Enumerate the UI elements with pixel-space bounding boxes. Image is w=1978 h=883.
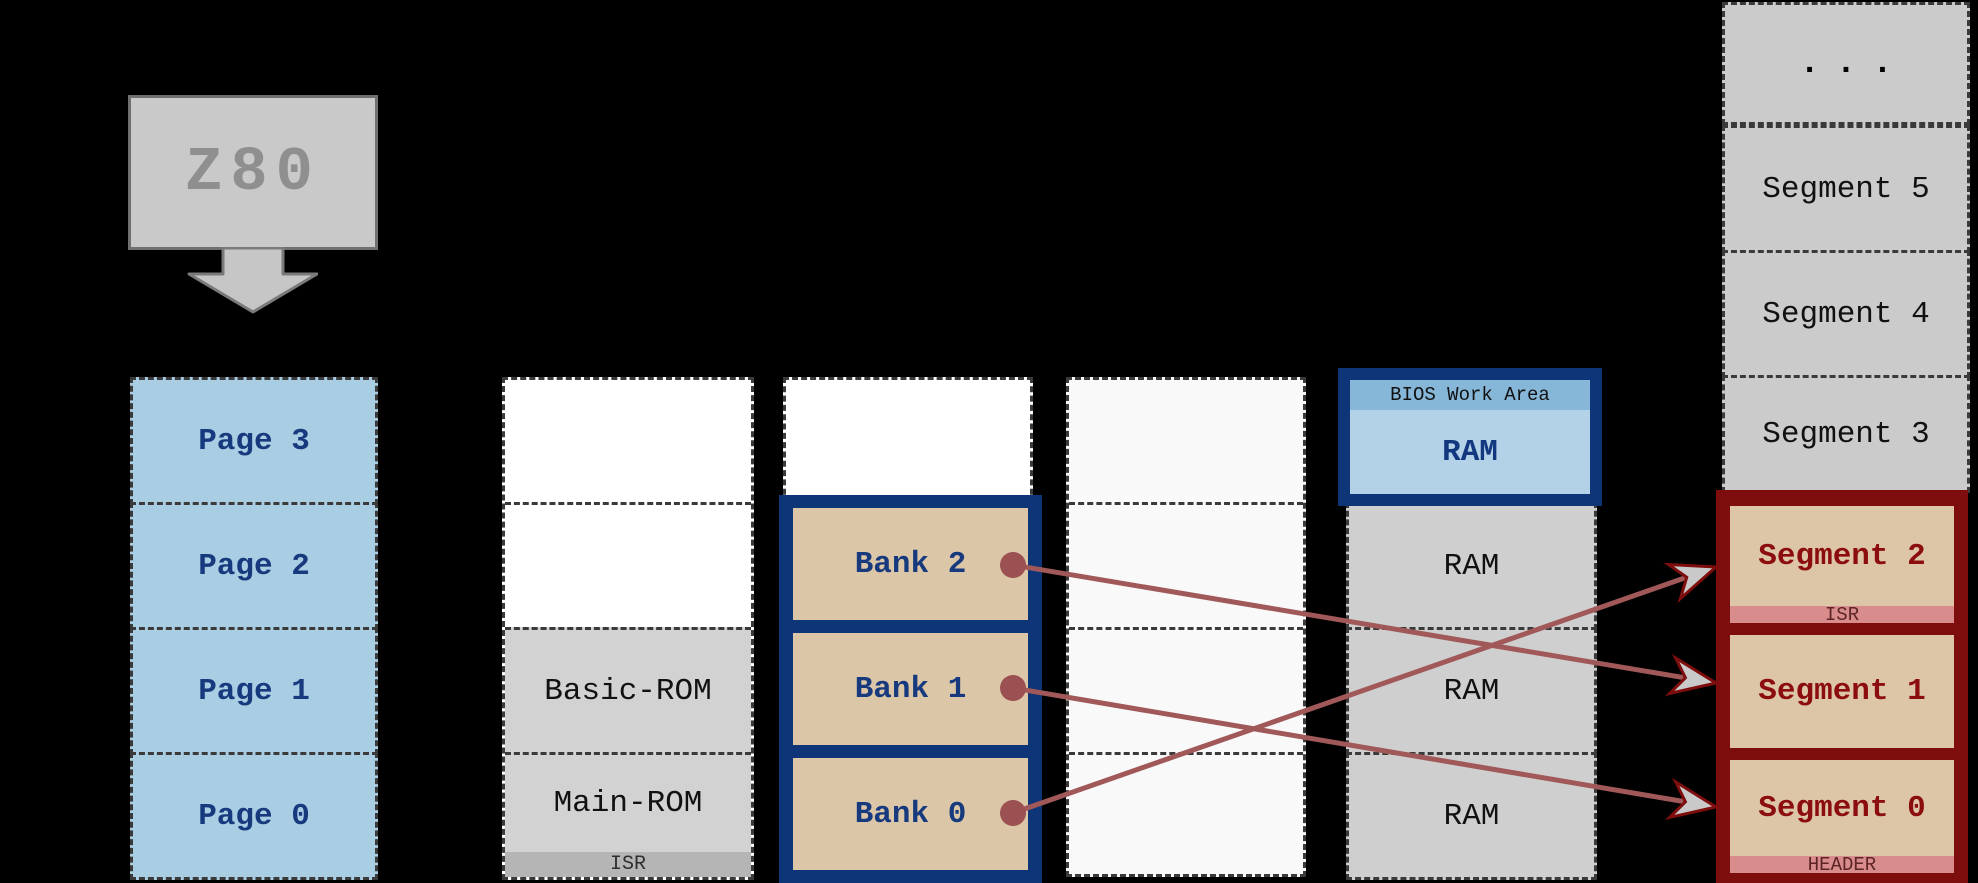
empty-slot-column (1066, 377, 1306, 877)
page-label: Page 0 (198, 798, 310, 834)
bios-work-area-header: BIOS Work Area (1350, 380, 1590, 410)
header-strip-segment: HEADER (1730, 854, 1954, 876)
bank-box-1: Bank 1 (793, 633, 1028, 745)
ram-label: RAM (1443, 548, 1500, 584)
bank-label: Bank 0 (854, 796, 967, 832)
rom-row-main-rom: Main-ROM (505, 752, 751, 852)
segment-box-3: Segment 3 (1722, 375, 1970, 493)
segment-label: Segment 3 (1762, 416, 1930, 452)
rom-row-basic-rom: Basic-ROM (505, 627, 751, 752)
isr-strip-segment: ISR (1730, 604, 1954, 626)
arrowhead-icon-segment-1 (1664, 653, 1720, 697)
mapper-slot-column: Bank 2 Bank 1 Bank 0 (779, 495, 1042, 883)
arrowhead-icon-segment-2 (1663, 562, 1720, 604)
bank-label: Bank 1 (854, 671, 967, 707)
ram-row-2: RAM (1346, 502, 1597, 630)
rom-row-empty-top (505, 380, 751, 502)
empty-slot-row (1069, 627, 1303, 752)
segment-box-1: Segment 1 (1730, 635, 1954, 748)
segment-label: Segment 4 (1762, 296, 1930, 332)
mapper-empty-box (783, 377, 1033, 504)
page-label: Page 3 (198, 423, 310, 459)
ellipsis-label: ... (1799, 44, 1909, 83)
empty-slot-row (1069, 502, 1303, 627)
page-box-1: Page 1 (130, 627, 378, 755)
arrowhead-icon-segment-0 (1664, 777, 1720, 821)
segment-box-4: Segment 4 (1722, 250, 1970, 378)
ram-label: RAM (1443, 673, 1500, 709)
bank-box-0: Bank 0 (793, 758, 1028, 870)
segment-label: Segment 1 (1758, 674, 1926, 709)
arrow-down-icon (187, 247, 318, 314)
bank-label: Bank 2 (854, 546, 967, 582)
segment-box-more: ... (1722, 2, 1970, 125)
page-box-0: Page 0 (130, 752, 378, 880)
segment-box-2: Segment 2 ISR (1730, 506, 1954, 626)
page-label: Page 2 (198, 548, 310, 584)
page-box-3: Page 3 (130, 377, 378, 505)
isr-strip-rom: ISR (505, 852, 751, 877)
cpu-box: Z80 (128, 95, 378, 250)
cpu-label: Z80 (185, 137, 321, 208)
ram-row-0: RAM (1346, 752, 1597, 880)
empty-slot-row (1069, 380, 1303, 502)
bios-ram-label: RAM (1442, 434, 1498, 470)
segment-label: Segment 2 (1758, 538, 1926, 574)
page-box-2: Page 2 (130, 502, 378, 630)
segment-label: Segment 0 (1758, 790, 1926, 826)
empty-slot-row (1069, 752, 1303, 874)
rom-row-empty (505, 502, 751, 627)
rom-slot-column: Basic-ROM Main-ROM ISR (502, 377, 754, 880)
segment-box-5: Segment 5 (1722, 125, 1970, 253)
page-label: Page 1 (198, 673, 310, 709)
ram-row-1: RAM (1346, 627, 1597, 755)
bios-inner: BIOS Work Area RAM (1350, 380, 1590, 494)
mapped-segments-container: Segment 2 ISR Segment 1 Segment 0 HEADER (1716, 490, 1968, 883)
bank-box-2: Bank 2 (793, 508, 1028, 620)
bios-work-area-box: BIOS Work Area RAM (1338, 368, 1602, 506)
segment-label: Segment 5 (1762, 171, 1930, 207)
segment-box-0: Segment 0 HEADER (1730, 760, 1954, 876)
ram-label: RAM (1443, 798, 1500, 834)
